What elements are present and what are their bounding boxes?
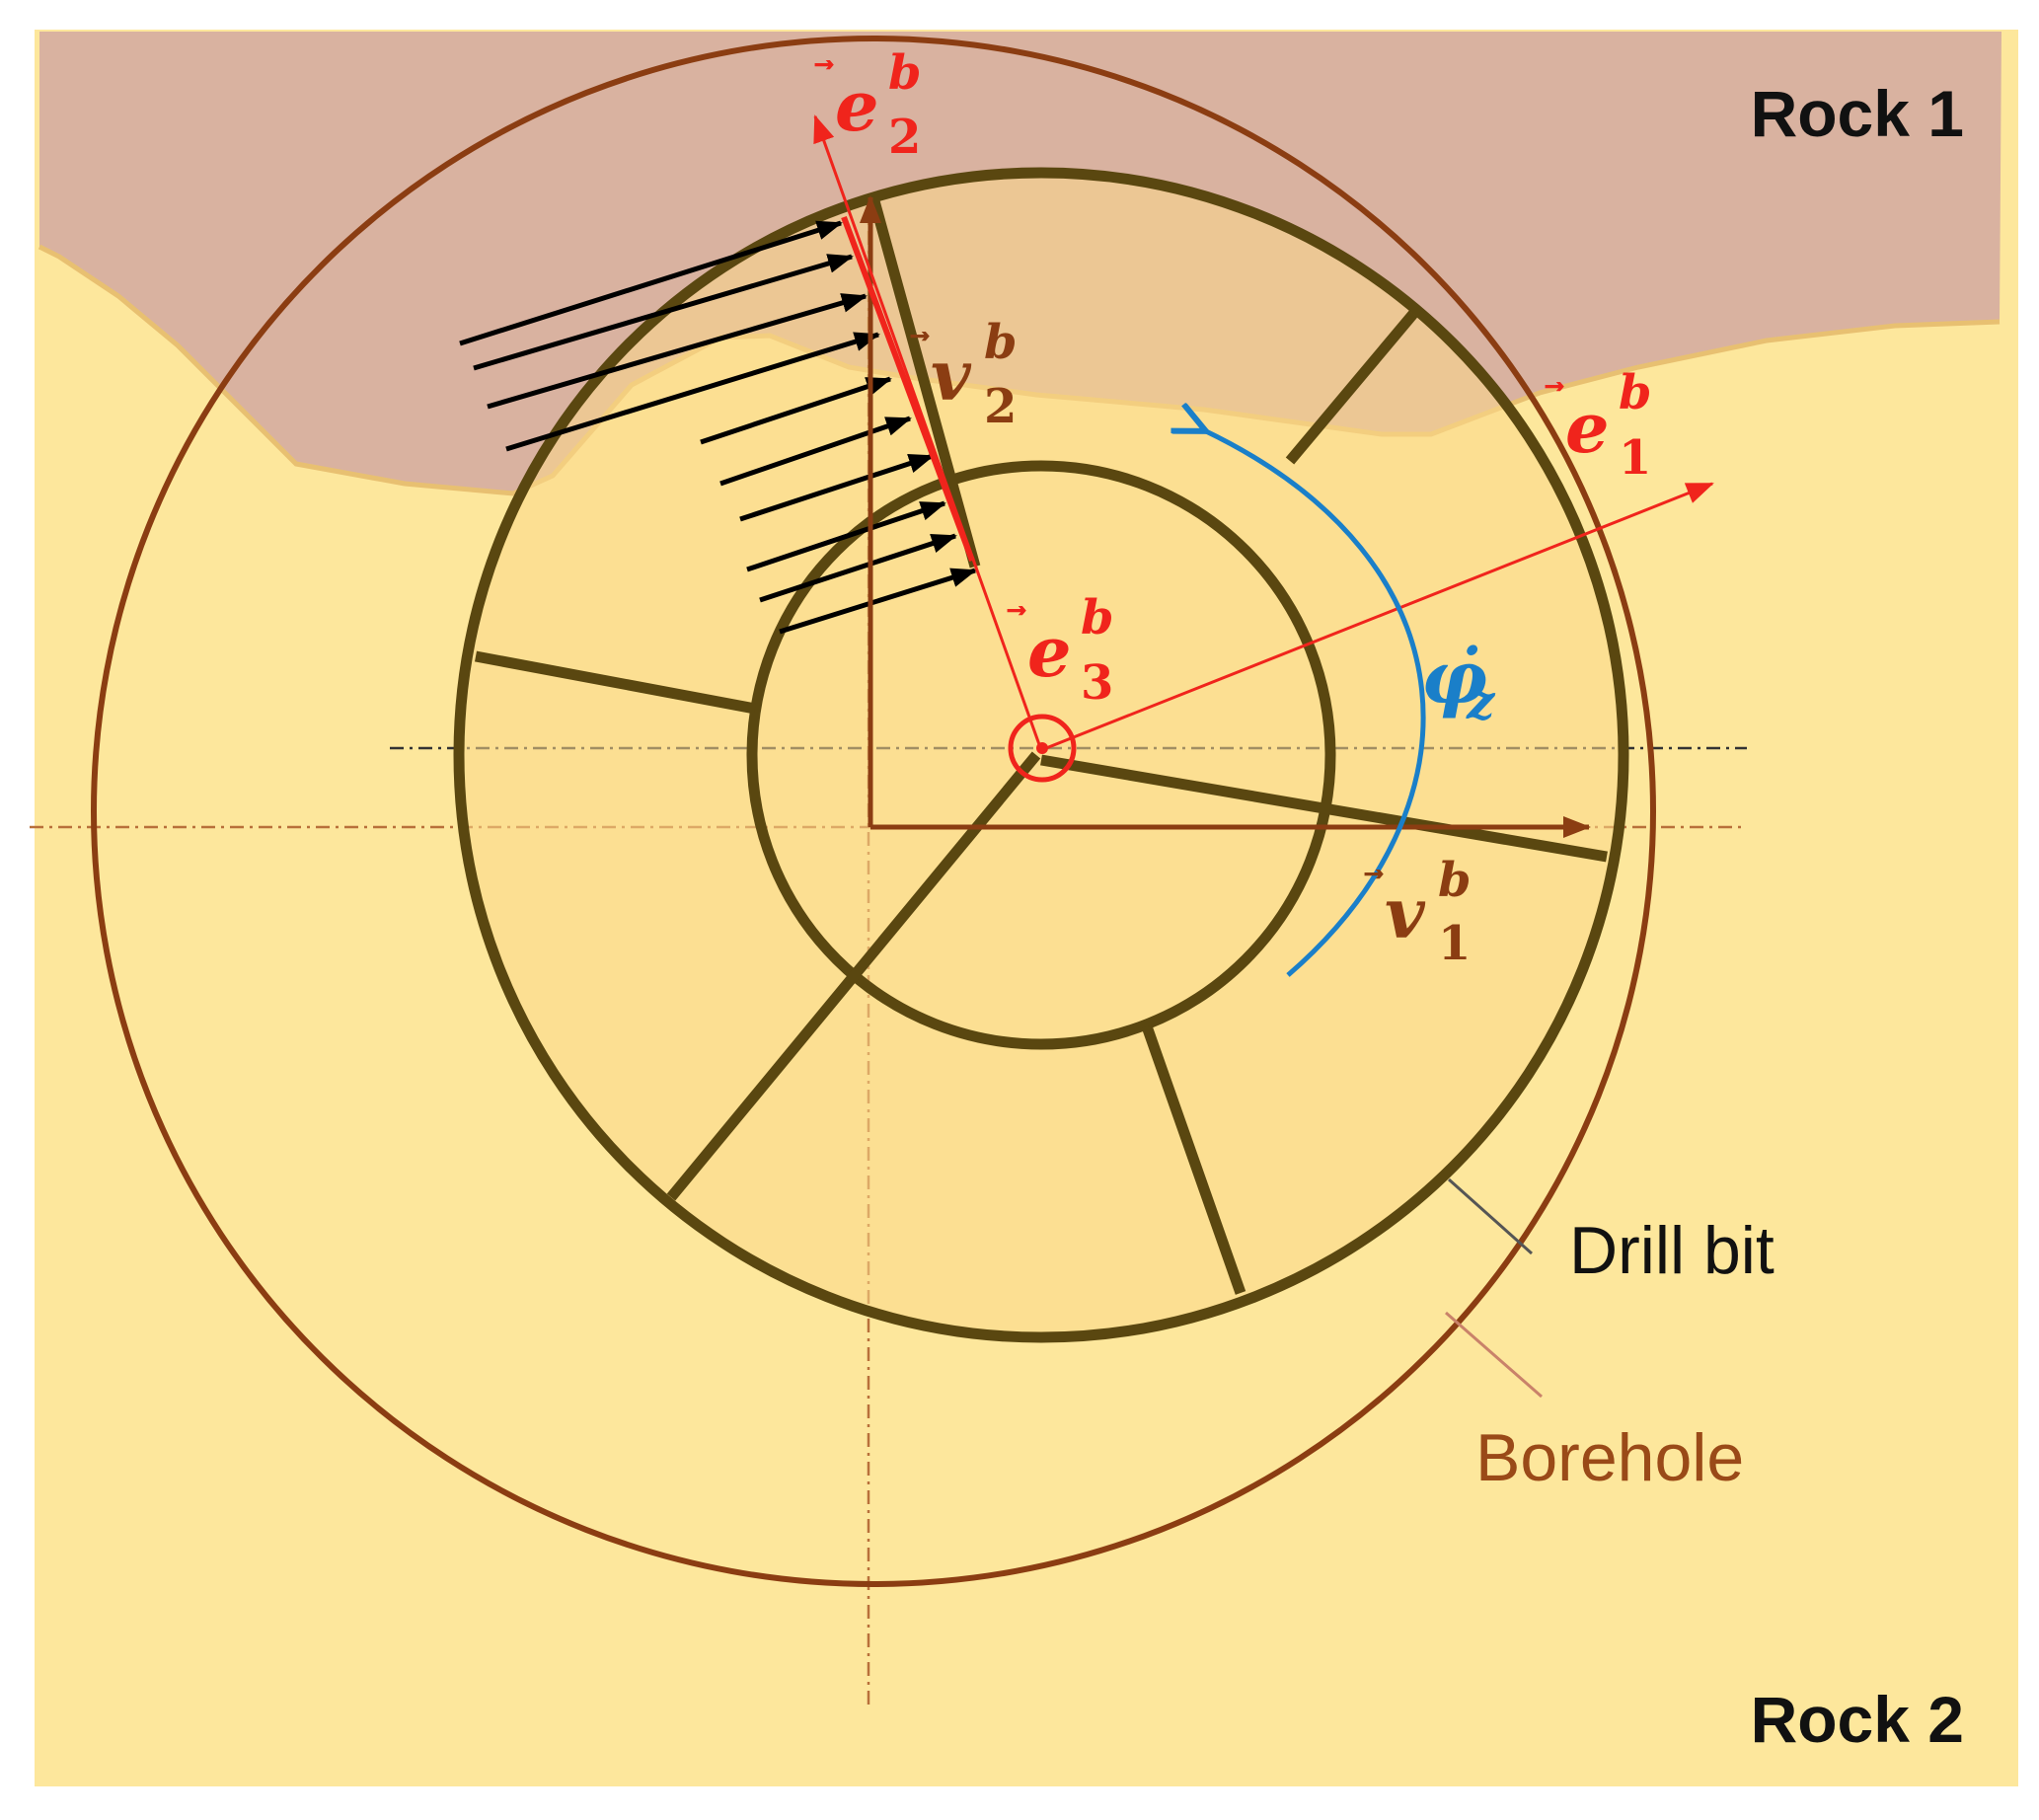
blade [1141,1024,1246,1295]
drill-bit-outer-ring [453,167,1629,1343]
e2-label: ⃗ e b 2 [814,45,922,165]
v2-subscript: 2 [984,379,1017,434]
e3-symbol: e [1027,611,1072,693]
force-arrow [505,332,880,452]
force-arrow [459,220,843,346]
e1-label: ⃗ e b 1 [1545,365,1652,486]
v1-superscript: b [1438,853,1472,908]
phi-dot-subscript: z [1466,672,1496,730]
drill-bit-leader [1448,1177,1533,1255]
v1-subscript: 1 [1438,916,1471,971]
e3-superscript: b [1081,590,1114,645]
v2-superscript: b [984,315,1018,370]
force-arrow [779,568,977,635]
rock1-label: Rock 1 [1751,77,1964,150]
force-arrow [700,376,892,445]
e1-axis-arrow [1040,482,1714,752]
borehole-label: Borehole [1475,1420,1744,1495]
e3-axis-dot [1036,742,1048,754]
force-arrow [759,533,957,603]
drill-bit [453,167,1629,1343]
e2-superscript: b [888,45,922,101]
force-arrow [473,254,854,371]
v1-symbol: v [1385,872,1426,954]
drill-bit-label: Drill bit [1569,1213,1775,1288]
blade [474,650,757,715]
blade [1285,310,1418,465]
borehole-leader [1445,1311,1543,1399]
rotation-arrow [1204,430,1426,977]
e2-blade-highlight [841,215,975,563]
blade [1040,754,1608,863]
rock2-label: Rock 2 [1751,1683,1964,1756]
phi-dot-symbol: φ̇ [1421,636,1487,720]
v2-symbol: v [931,335,972,417]
e1-subscript: 1 [1619,430,1651,486]
e2-axis-arrow [813,114,1043,751]
force-arrow [739,453,935,522]
drill-bit-inner-ring [746,460,1336,1050]
e2-symbol: e [835,65,879,147]
e3-subscript: 3 [1081,655,1113,711]
e3-label: ⃗ e b 3 [1007,590,1114,711]
force-arrow [487,293,868,410]
borehole-circle [91,36,1656,1587]
force-arrow [719,416,912,487]
blade-cutting-edge [868,195,981,569]
angular-velocity-label: φ̇ z [1421,636,1496,730]
force-arrows [459,220,977,635]
force-arrow [746,500,946,572]
e1-symbol: e [1565,387,1610,469]
e2-subscript: 2 [888,110,921,165]
e3-axis-symbol [1008,714,1077,783]
e1-superscript: b [1619,365,1652,420]
